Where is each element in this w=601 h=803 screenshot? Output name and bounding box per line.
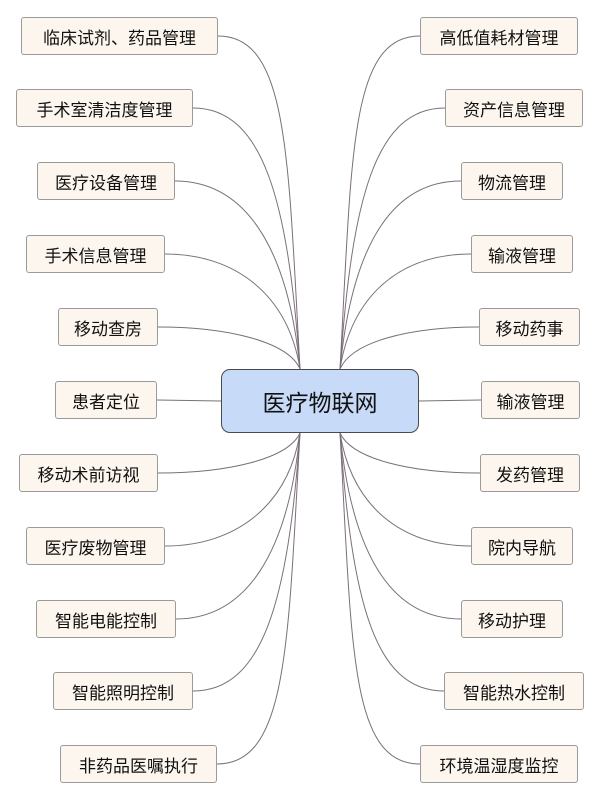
connector-left-2	[192, 107, 301, 370]
connector-left-7	[157, 432, 301, 474]
right-node-6[interactable]: 输液管理	[481, 381, 580, 419]
right-node-7[interactable]: 发药管理	[480, 454, 580, 492]
left-node-10[interactable]: 智能照明控制	[53, 672, 193, 710]
right-node-11[interactable]: 环境温湿度监控	[420, 745, 578, 783]
left-node-4[interactable]: 手术信息管理	[26, 235, 165, 273]
connector-right-6	[418, 399, 482, 402]
left-node-6[interactable]: 患者定位	[55, 381, 157, 419]
connector-left-1	[217, 35, 301, 370]
left-node-1[interactable]: 临床试剂、药品管理	[21, 17, 218, 55]
left-node-8[interactable]: 医疗废物管理	[26, 527, 165, 565]
left-node-11[interactable]: 非药品医嘱执行	[60, 745, 217, 783]
connector-right-9	[339, 432, 462, 620]
connector-left-3	[174, 180, 301, 370]
connector-right-5	[339, 326, 480, 370]
connector-left-6	[156, 399, 222, 402]
connector-right-1	[339, 35, 421, 370]
center-node[interactable]: 医疗物联网	[221, 369, 419, 433]
right-node-1[interactable]: 高低值耗材管理	[420, 17, 578, 55]
connector-left-11	[216, 432, 301, 765]
connector-left-8	[164, 432, 301, 547]
connector-left-4	[164, 253, 301, 370]
connector-right-7	[339, 432, 481, 474]
right-node-9[interactable]: 移动护理	[461, 600, 563, 638]
right-node-4[interactable]: 输液管理	[471, 235, 573, 273]
right-node-2[interactable]: 资产信息管理	[445, 89, 583, 127]
connector-right-10	[339, 432, 445, 692]
left-node-2[interactable]: 手术室清洁度管理	[16, 89, 193, 127]
right-node-3[interactable]: 物流管理	[461, 162, 563, 200]
left-node-7[interactable]: 移动术前访视	[19, 454, 158, 492]
left-node-5[interactable]: 移动查房	[58, 308, 158, 346]
connector-right-2	[339, 107, 446, 370]
right-node-8[interactable]: 院内导航	[471, 527, 573, 565]
connector-left-10	[192, 432, 301, 692]
connector-right-3	[339, 180, 462, 370]
left-node-9[interactable]: 智能电能控制	[36, 600, 176, 638]
connector-left-5	[157, 326, 301, 370]
connector-right-8	[339, 432, 472, 547]
right-node-10[interactable]: 智能热水控制	[444, 672, 584, 710]
connector-left-9	[175, 432, 301, 620]
left-node-3[interactable]: 医疗设备管理	[37, 162, 175, 200]
connector-right-4	[339, 253, 472, 370]
right-node-5[interactable]: 移动药事	[479, 308, 580, 346]
connector-right-11	[339, 432, 421, 765]
